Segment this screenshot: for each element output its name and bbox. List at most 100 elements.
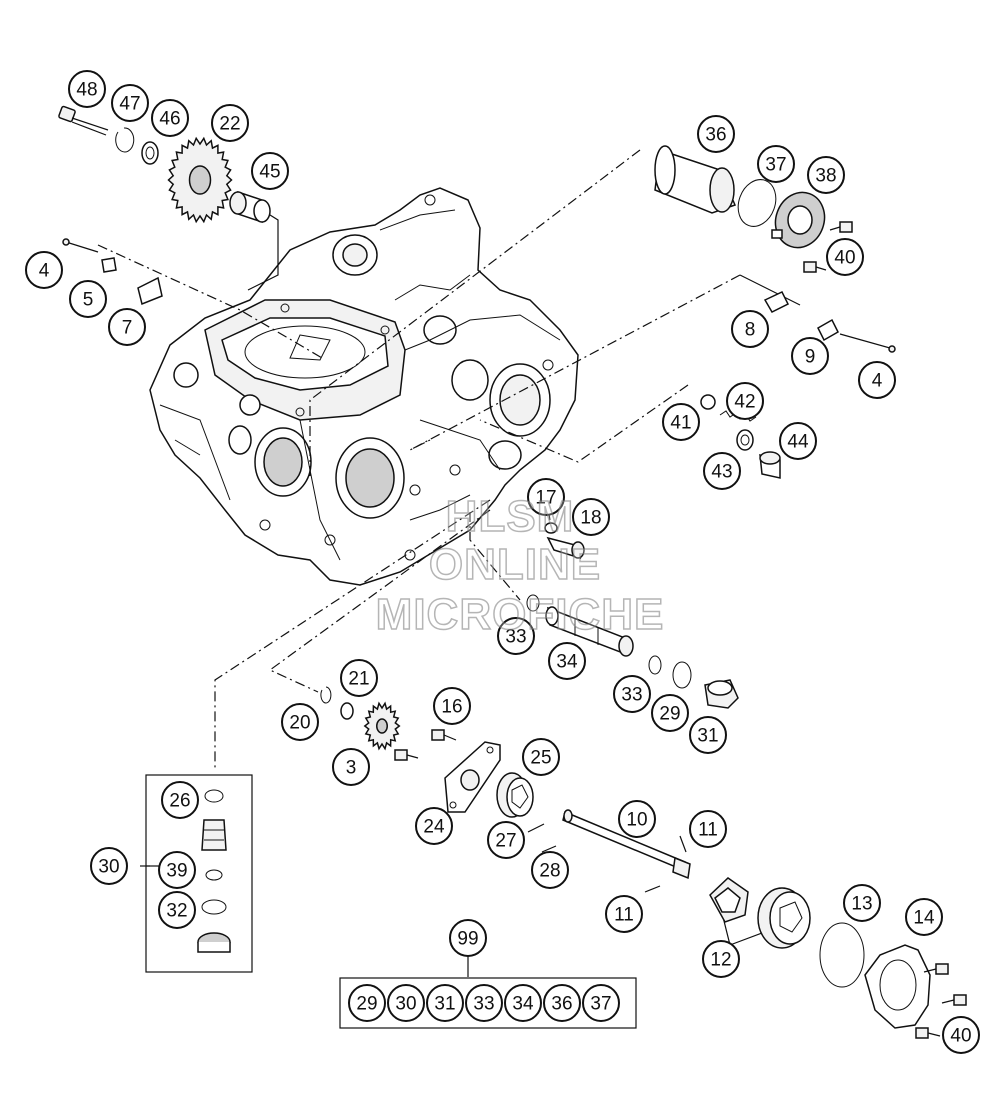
callout-number: 21 bbox=[348, 669, 369, 690]
callout-number: 4 bbox=[872, 371, 883, 392]
callout-26: 26 bbox=[161, 781, 199, 819]
callout-circle bbox=[843, 884, 881, 922]
callout-circle bbox=[25, 251, 63, 289]
callout-38: 38 bbox=[807, 156, 845, 194]
kit-item-number: 37 bbox=[590, 994, 611, 1015]
part-41-44-valve bbox=[700, 394, 781, 479]
callout-12: 12 bbox=[702, 940, 740, 978]
callout-5: 5 bbox=[69, 280, 107, 318]
callout-21: 21 bbox=[340, 659, 378, 697]
callout-48: 48 bbox=[68, 70, 106, 108]
crankcase bbox=[149, 187, 579, 586]
callout-44: 44 bbox=[779, 422, 817, 460]
callout-number: 39 bbox=[166, 861, 187, 882]
part-45-bushing bbox=[229, 190, 271, 224]
callout-25: 25 bbox=[522, 738, 560, 776]
callout-number: 42 bbox=[734, 392, 755, 413]
callout-circle bbox=[158, 891, 196, 929]
kit-item-circle bbox=[504, 984, 542, 1022]
part-46-washer bbox=[141, 141, 159, 165]
callout-number: 37 bbox=[765, 155, 786, 176]
callout-30: 30 bbox=[90, 847, 128, 885]
part-31-plug bbox=[704, 679, 739, 709]
kit-item-number: 29 bbox=[356, 994, 377, 1015]
callout-31: 31 bbox=[689, 716, 727, 754]
callout-circle bbox=[281, 703, 319, 741]
part-4-8-9-right bbox=[763, 291, 896, 353]
callout-37: 37 bbox=[757, 145, 795, 183]
callout-circle bbox=[527, 478, 565, 516]
kit-item-number: 36 bbox=[551, 994, 572, 1015]
kit-item-29: 29 bbox=[348, 984, 386, 1022]
part-13-o-ring bbox=[819, 922, 865, 988]
part-34-shaft bbox=[545, 606, 634, 657]
callout-circle bbox=[69, 280, 107, 318]
callout-32: 32 bbox=[158, 891, 196, 929]
callout-46: 46 bbox=[151, 99, 189, 137]
callout-number: 7 bbox=[122, 318, 133, 339]
part-37-o-ring bbox=[737, 179, 777, 227]
callout-number: 29 bbox=[659, 704, 680, 725]
callout-number: 14 bbox=[913, 908, 935, 929]
callout-circle bbox=[651, 694, 689, 732]
callout-number: 45 bbox=[259, 162, 280, 183]
callout-circle bbox=[68, 70, 106, 108]
watermark-line-1: HLSM bbox=[445, 491, 575, 542]
callout-circle bbox=[522, 738, 560, 776]
part-14-pump-cover bbox=[864, 944, 931, 1029]
callout-33: 33 bbox=[497, 617, 535, 655]
part-40-bolts-bottom bbox=[915, 963, 967, 1039]
callout-24: 24 bbox=[415, 807, 453, 845]
callout-28: 28 bbox=[531, 851, 569, 889]
kit-item-circle bbox=[543, 984, 581, 1022]
callout-number: 38 bbox=[815, 166, 836, 187]
part-pins-11-27-28 bbox=[527, 823, 687, 893]
kit-item-30: 30 bbox=[387, 984, 425, 1022]
callout-14: 14 bbox=[905, 898, 943, 936]
callout-circle bbox=[662, 403, 700, 441]
kit-item-number: 30 bbox=[395, 994, 416, 1015]
kit-item-circle bbox=[348, 984, 386, 1022]
callout-circle bbox=[151, 99, 189, 137]
part-4-5-7-left bbox=[62, 238, 163, 306]
callout-number: 9 bbox=[805, 347, 816, 368]
kit-99-box bbox=[339, 977, 637, 1029]
callout-29: 29 bbox=[651, 694, 689, 732]
part-20-21-3-gear bbox=[320, 686, 401, 751]
callout-40: 40 bbox=[942, 1016, 980, 1054]
callout-number: 17 bbox=[535, 488, 556, 509]
part-40-bolts-top bbox=[803, 221, 853, 273]
kit-99-items: 29 30 31 33 34 36 37 bbox=[348, 984, 620, 1022]
callout-number: 31 bbox=[697, 726, 718, 747]
callout-circle bbox=[108, 308, 146, 346]
callout-7: 7 bbox=[108, 308, 146, 346]
callout-number: 47 bbox=[119, 94, 140, 115]
part-24-plate bbox=[444, 741, 501, 813]
callout-number: 27 bbox=[495, 831, 516, 852]
callout-circle bbox=[618, 800, 656, 838]
kit-item-31: 31 bbox=[426, 984, 464, 1022]
part-47-circlip bbox=[115, 127, 135, 153]
callout-10: 10 bbox=[618, 800, 656, 838]
part-38-filter-cover bbox=[771, 191, 826, 249]
callout-circle bbox=[340, 659, 378, 697]
callout-45: 45 bbox=[251, 152, 289, 190]
callout-number: 40 bbox=[834, 248, 855, 269]
kit-item-37: 37 bbox=[582, 984, 620, 1022]
kit-item-number: 34 bbox=[512, 994, 534, 1015]
callout-4: 4 bbox=[858, 361, 896, 399]
callout-number: 46 bbox=[159, 109, 180, 130]
callout-number: 40 bbox=[950, 1026, 971, 1047]
callout-circle bbox=[605, 895, 643, 933]
callout-circle bbox=[731, 310, 769, 348]
callout-circle bbox=[905, 898, 943, 936]
kit-item-number: 33 bbox=[473, 994, 494, 1015]
callout-39: 39 bbox=[158, 851, 196, 889]
callout-18: 18 bbox=[572, 498, 610, 536]
callout-number: 13 bbox=[851, 894, 872, 915]
callout-circle bbox=[158, 851, 196, 889]
callout-number: 24 bbox=[423, 817, 445, 838]
callout-number: 36 bbox=[705, 125, 726, 146]
callout-circle bbox=[726, 382, 764, 420]
